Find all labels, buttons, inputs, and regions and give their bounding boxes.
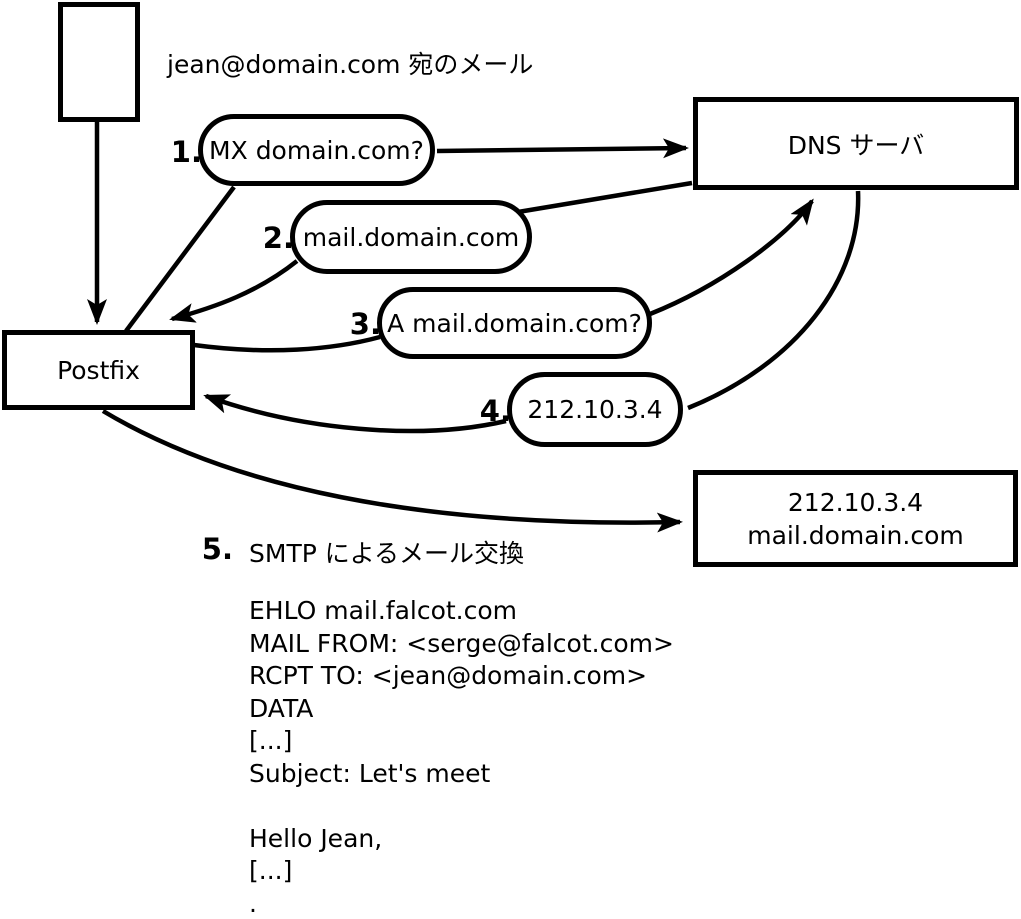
step-3-number: 3. [349,307,381,341]
a-answer-label: 212.10.3.4 [527,395,663,424]
a-answer-pill: 212.10.3.4 [507,372,683,447]
step-4-number: 4. [479,394,511,428]
a-query-pill: A mail.domain.com? [377,287,652,359]
postfix-label: Postfix [57,355,140,385]
line-postfix-to-a-query [193,334,381,353]
mx-query-label: MX domain.com? [209,135,424,165]
mail-server-ip: 212.10.3.4 [787,487,924,517]
mx-answer-label: mail.domain.com [302,222,520,252]
mail-server-box: 212.10.3.4 mail.domain.com [693,470,1018,567]
line-dns-to-a-answer [687,190,861,411]
a-query-label: A mail.domain.com? [387,308,642,338]
arrow-mx-answer-to-postfix [169,259,299,323]
mail-destination-note: jean@domain.com 宛のメール [167,50,534,79]
smtp-session-text: EHLO mail.falcot.com MAIL FROM: <serge@f… [249,596,674,918]
mx-answer-pill: mail.domain.com [290,200,532,274]
arrow-a-query-to-dns [649,198,814,317]
dns-server-box: DNS サーバ [693,97,1019,190]
smtp-exchange-label: SMTP によるメール交換 [249,539,524,568]
arrow-postfix-to-mailserver [101,409,683,533]
postfix-box: Postfix [2,330,195,410]
step-2-number: 2. [262,221,294,255]
step-1-number: 1. [170,135,202,169]
line-dns-to-mx-answer [517,180,693,215]
mail-server-hostname: mail.domain.com [747,520,964,550]
mail-document-icon [58,2,140,122]
arrow-a-answer-to-postfix [203,393,507,434]
line-postfix-to-mx-query [124,185,236,333]
step-5-number: 5. [201,532,233,566]
dns-server-label: DNS サーバ [787,130,925,160]
mx-query-pill: MX domain.com? [198,114,435,186]
arrow-mx-query-to-dns [436,138,689,159]
